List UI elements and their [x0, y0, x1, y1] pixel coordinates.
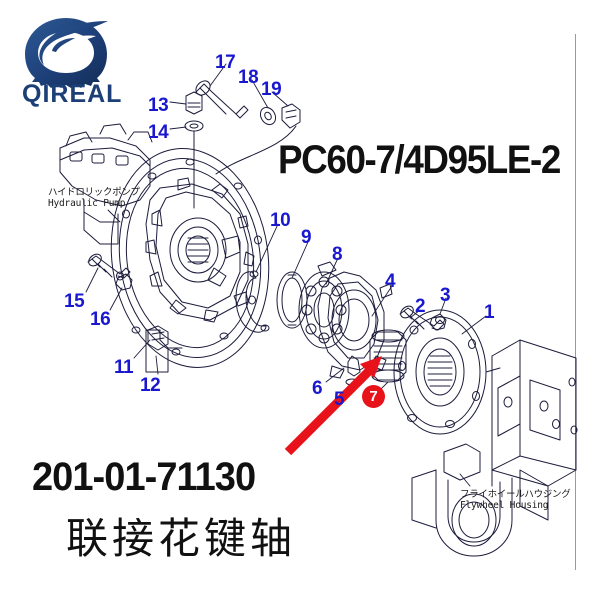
caption-en: Hydraulic Pump	[48, 197, 126, 209]
callout-number: 15	[64, 291, 85, 312]
callout-number: 16	[90, 309, 111, 330]
callout-number: 5	[334, 389, 345, 410]
caption-flywheel-housing: フライホイールハウジング Flywheel Housing	[460, 489, 571, 511]
callout-number: 18	[238, 67, 259, 88]
callout-number: 9	[301, 227, 312, 248]
callout-number: 1	[484, 302, 495, 323]
gear-swoosh-logo-icon	[25, 18, 108, 88]
callout-number: 13	[148, 95, 169, 116]
callout-number: 11	[114, 357, 134, 378]
caption-hydraulic-pump: ハイドロリックポンプ Hydraulic Pump	[48, 187, 140, 209]
callout-number: 10	[270, 210, 291, 231]
callout-number: 3	[440, 285, 451, 306]
model-title: PC60-7/4D95LE-2	[278, 138, 561, 182]
callout-number: 2	[415, 296, 426, 317]
part-name-chinese: 联接花键轴	[66, 514, 297, 563]
callout-number: 17	[215, 52, 236, 73]
callout-number: 14	[148, 122, 169, 143]
logo-wordmark: QIREAL	[22, 80, 123, 108]
callout-number: 19	[261, 79, 282, 100]
callout-number: 8	[332, 244, 343, 265]
qireal-logo: QIREAL	[12, 10, 123, 108]
page-border-rule	[575, 34, 576, 570]
caption-jp: フライホイールハウジング	[460, 489, 571, 500]
highlight-badge-7: 7	[362, 385, 385, 408]
caption-en: Flywheel Housing	[460, 499, 549, 511]
callout-number: 12	[140, 375, 161, 396]
callout-number: 4	[385, 271, 396, 292]
callout-number: 6	[312, 378, 323, 399]
part-number: 201-01-71130	[32, 455, 256, 499]
caption-jp: ハイドロリックポンプ	[48, 187, 140, 198]
